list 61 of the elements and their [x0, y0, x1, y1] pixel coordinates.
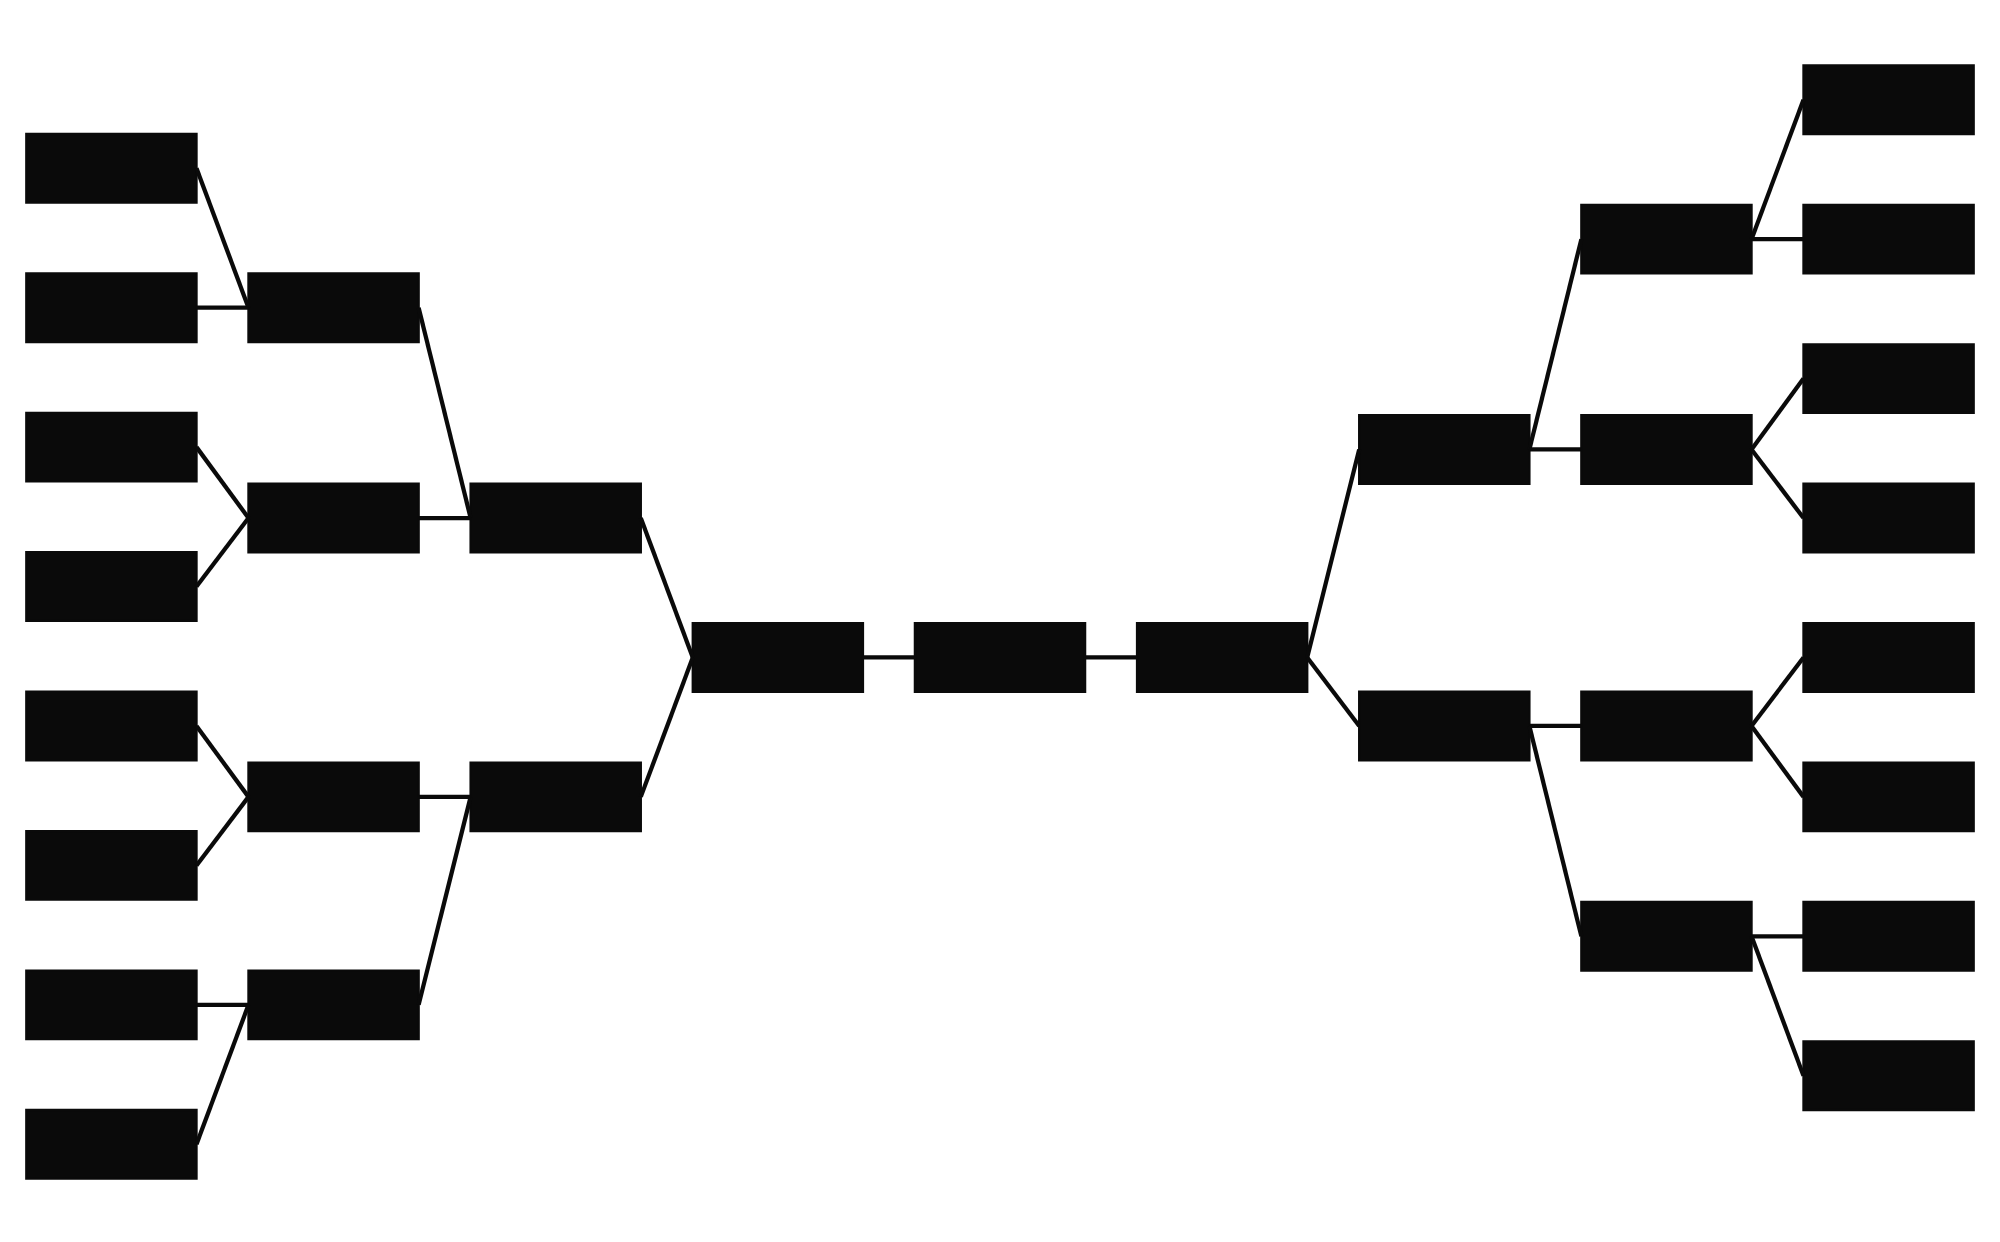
node-box [1802, 760, 1975, 832]
connector [1749, 97, 1806, 239]
connector [1529, 722, 1582, 728]
connector [196, 304, 249, 309]
connector [638, 516, 695, 658]
node-box [247, 968, 420, 1040]
connector [416, 306, 473, 518]
connector [1751, 236, 1804, 241]
connector [1749, 376, 1806, 450]
node-box [1802, 202, 1975, 274]
connector [1749, 934, 1806, 1076]
node-box [25, 968, 198, 1040]
node-box [1580, 413, 1753, 484]
node-box [913, 621, 1087, 692]
node-box [469, 481, 642, 553]
node-box [1580, 202, 1753, 274]
node-box [25, 550, 198, 621]
node-box [1135, 621, 1309, 692]
connector [1529, 446, 1582, 451]
connector [418, 793, 471, 798]
connector [416, 795, 473, 1005]
connector [1751, 933, 1804, 938]
node-box [247, 481, 420, 553]
node-box [1802, 481, 1975, 553]
connector [418, 514, 471, 520]
connector [1749, 723, 1806, 798]
connector [1085, 654, 1138, 659]
connector [1305, 655, 1361, 727]
node-box [25, 410, 198, 482]
node-box [1358, 413, 1531, 484]
connector [862, 654, 915, 659]
connector [1527, 237, 1584, 449]
connector [194, 444, 251, 519]
node-box [25, 689, 198, 761]
connector [638, 655, 695, 797]
node-box [1580, 689, 1753, 761]
connector [1749, 655, 1806, 727]
connector [194, 166, 251, 308]
node-box [25, 828, 198, 900]
connector [194, 794, 251, 866]
node-box [469, 760, 642, 832]
connector [194, 515, 251, 587]
node-box [247, 760, 420, 832]
node-box [247, 271, 420, 343]
node-box [25, 271, 198, 343]
node-box [1580, 899, 1753, 971]
node-box [1802, 621, 1975, 692]
node-box [1802, 1039, 1975, 1111]
connector [196, 1001, 249, 1006]
node-box [691, 621, 865, 692]
node-box [1802, 342, 1975, 414]
node-box [1358, 689, 1531, 761]
node-box [25, 1107, 198, 1179]
connector [1305, 447, 1362, 657]
node-box [25, 131, 198, 203]
connector [1749, 447, 1806, 519]
node-box [1802, 899, 1975, 971]
connector [194, 1003, 251, 1145]
node-box [1802, 63, 1975, 135]
connector [194, 723, 251, 798]
connector [1527, 724, 1584, 936]
